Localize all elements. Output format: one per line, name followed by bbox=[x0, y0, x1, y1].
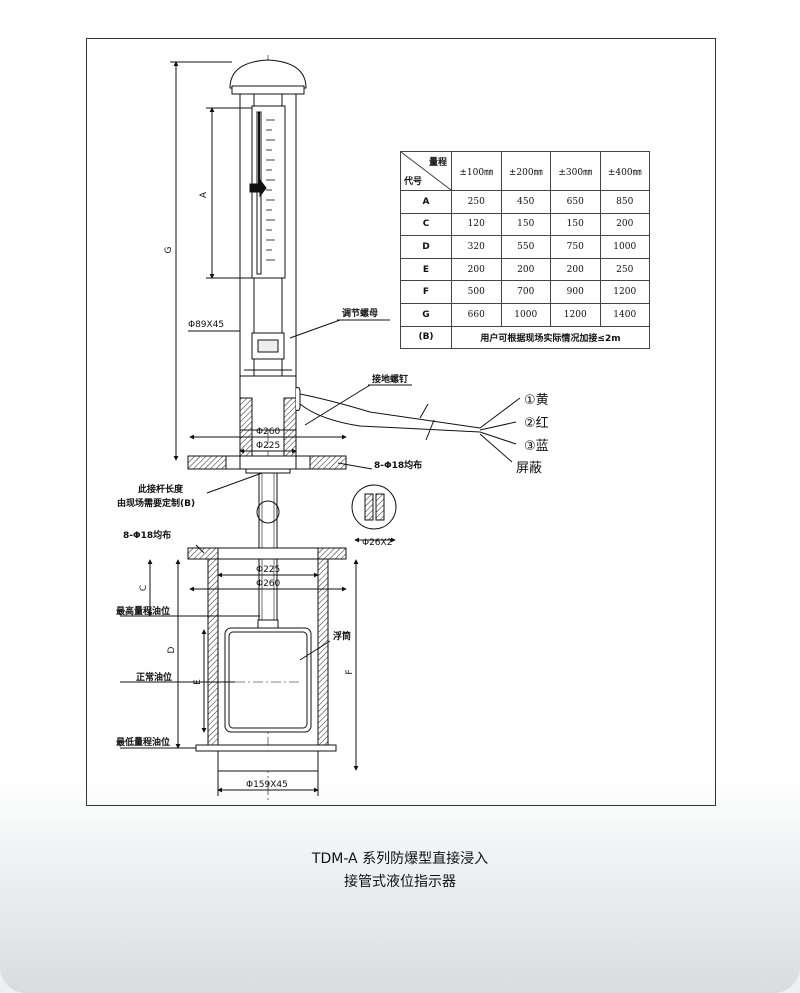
table-cell: 900 bbox=[550, 280, 601, 304]
wire-blue-label: ③蓝 bbox=[524, 439, 549, 454]
table-cell: 200 bbox=[550, 257, 601, 282]
lowest-level-label: 最低量程油位 bbox=[116, 736, 170, 748]
dim-89-label: Φ89X45 bbox=[188, 320, 224, 330]
row-code: D bbox=[400, 235, 452, 259]
wire-yellow-label: ①黄 bbox=[524, 393, 549, 408]
col-header: ±200㎜ bbox=[500, 151, 551, 191]
bottom-cap bbox=[217, 750, 319, 772]
table-row: A 250 450 650 850 bbox=[400, 190, 650, 214]
dim-260-top-label: Φ260 bbox=[256, 427, 281, 437]
row-code: A bbox=[400, 190, 452, 214]
row-code: C bbox=[400, 212, 452, 237]
dim-E-label: E bbox=[193, 679, 203, 685]
table-row: G 660 1000 1200 1400 bbox=[400, 302, 650, 327]
dim-G-label: G bbox=[164, 246, 174, 253]
table-cell: 660 bbox=[451, 302, 502, 327]
table-note-row: (B) 用户可根据现场实际情况加接≤2m bbox=[400, 325, 650, 350]
dim-225-top-label: Φ225 bbox=[256, 441, 280, 451]
table-cell: 500 bbox=[451, 280, 502, 304]
table-cell: 1000 bbox=[599, 235, 650, 259]
pipe-wall-left bbox=[207, 558, 219, 748]
cable-bottom bbox=[299, 403, 481, 433]
pipe-wall-right bbox=[317, 558, 329, 748]
header-range: 量程 bbox=[428, 158, 447, 168]
dim-159-label: Φ159X45 bbox=[246, 780, 288, 790]
table-cell: 320 bbox=[451, 235, 502, 259]
table-cell: 1000 bbox=[500, 302, 551, 327]
wire-shield-label: 屏蔽 bbox=[516, 461, 542, 476]
dim-A-label: A bbox=[199, 191, 209, 198]
table-cell: 150 bbox=[500, 212, 551, 237]
table-cell: 120 bbox=[451, 212, 502, 237]
diagonal-divider bbox=[401, 152, 451, 190]
col-header: ±300㎜ bbox=[550, 151, 601, 191]
table-cell: 150 bbox=[550, 212, 601, 237]
col-header: ±100㎜ bbox=[451, 151, 502, 191]
drawing-frame bbox=[86, 38, 716, 806]
bolt-holes-bottom-label: 8-Φ18均布 bbox=[123, 529, 171, 541]
spec-table: 量程 代号 ±100㎜ ±200㎜ ±300㎜ ±400㎜ A 250 450 … bbox=[400, 151, 650, 350]
rod-length-label-1: 此接杆长度 bbox=[138, 483, 184, 495]
normal-level-label: 正常油位 bbox=[136, 671, 172, 683]
table-cell: 200 bbox=[500, 257, 551, 282]
table-cell: 1400 bbox=[599, 302, 650, 327]
rod-length-label-2: 由现场需要定制(B) bbox=[117, 497, 195, 509]
dim-D-label: D bbox=[167, 646, 177, 653]
wire-red-label: ②红 bbox=[524, 415, 549, 431]
table-cell: 550 bbox=[500, 235, 551, 259]
table-cell: 750 bbox=[550, 235, 601, 259]
col-header: ±400㎜ bbox=[599, 151, 650, 191]
note-text: 用户可根据现场实际情况加接≤2m bbox=[451, 325, 650, 350]
table-corner-cell: 量程 代号 bbox=[400, 151, 452, 191]
row-code: E bbox=[400, 257, 452, 282]
float bbox=[224, 627, 312, 733]
table-row: D 320 550 750 1000 bbox=[400, 235, 650, 259]
dim-F-label: F bbox=[345, 669, 355, 674]
cable-top bbox=[299, 393, 481, 429]
caption: TDM-A 系列防爆型直接浸入 接管式液位指示器 bbox=[0, 848, 800, 894]
table-cell: 700 bbox=[500, 280, 551, 304]
detail-marker bbox=[256, 500, 280, 524]
table-cell: 250 bbox=[599, 257, 650, 282]
dim-26-label: Φ26X2 bbox=[362, 538, 392, 548]
highest-level-label: 最高量程油位 bbox=[116, 605, 170, 617]
detail-circle bbox=[351, 484, 397, 530]
table-cell: 250 bbox=[451, 190, 502, 214]
row-code: F bbox=[400, 280, 452, 304]
ground-screw-label: 接地螺钉 bbox=[372, 373, 408, 385]
float-label: 浮筒 bbox=[333, 630, 351, 642]
dome-cap bbox=[229, 59, 307, 89]
bolt-holes-top-label: 8-Φ18均布 bbox=[374, 459, 422, 471]
table-header-row: 量程 代号 ±100㎜ ±200㎜ ±300㎜ ±400㎜ bbox=[400, 151, 650, 191]
row-code: G bbox=[400, 302, 452, 327]
table-cell: 450 bbox=[500, 190, 551, 214]
table-row: E 200 200 200 250 bbox=[400, 257, 650, 282]
table-row: F 500 700 900 1200 bbox=[400, 280, 650, 304]
table-row: C 120 150 150 200 bbox=[400, 212, 650, 237]
table-cell: 200 bbox=[451, 257, 502, 282]
note-code: (B) bbox=[400, 325, 452, 350]
header-code: 代号 bbox=[404, 177, 423, 187]
caption-line-1: TDM-A 系列防爆型直接浸入 bbox=[311, 851, 489, 867]
caption-line-2: 接管式液位指示器 bbox=[344, 874, 456, 890]
dim-225-bottom-label: Φ225 bbox=[256, 565, 280, 575]
table-cell: 650 bbox=[550, 190, 601, 214]
table-cell: 1200 bbox=[550, 302, 601, 327]
dim-260-bottom-label: Φ260 bbox=[256, 579, 281, 589]
adjust-nut-label: 调节螺母 bbox=[342, 307, 378, 319]
scale-ticks bbox=[266, 119, 275, 261]
level-pointer bbox=[249, 178, 267, 198]
table-cell: 200 bbox=[599, 212, 650, 237]
dim-C-label: C bbox=[139, 585, 149, 591]
table-cell: 1200 bbox=[599, 280, 650, 304]
table-cell: 850 bbox=[599, 190, 650, 214]
